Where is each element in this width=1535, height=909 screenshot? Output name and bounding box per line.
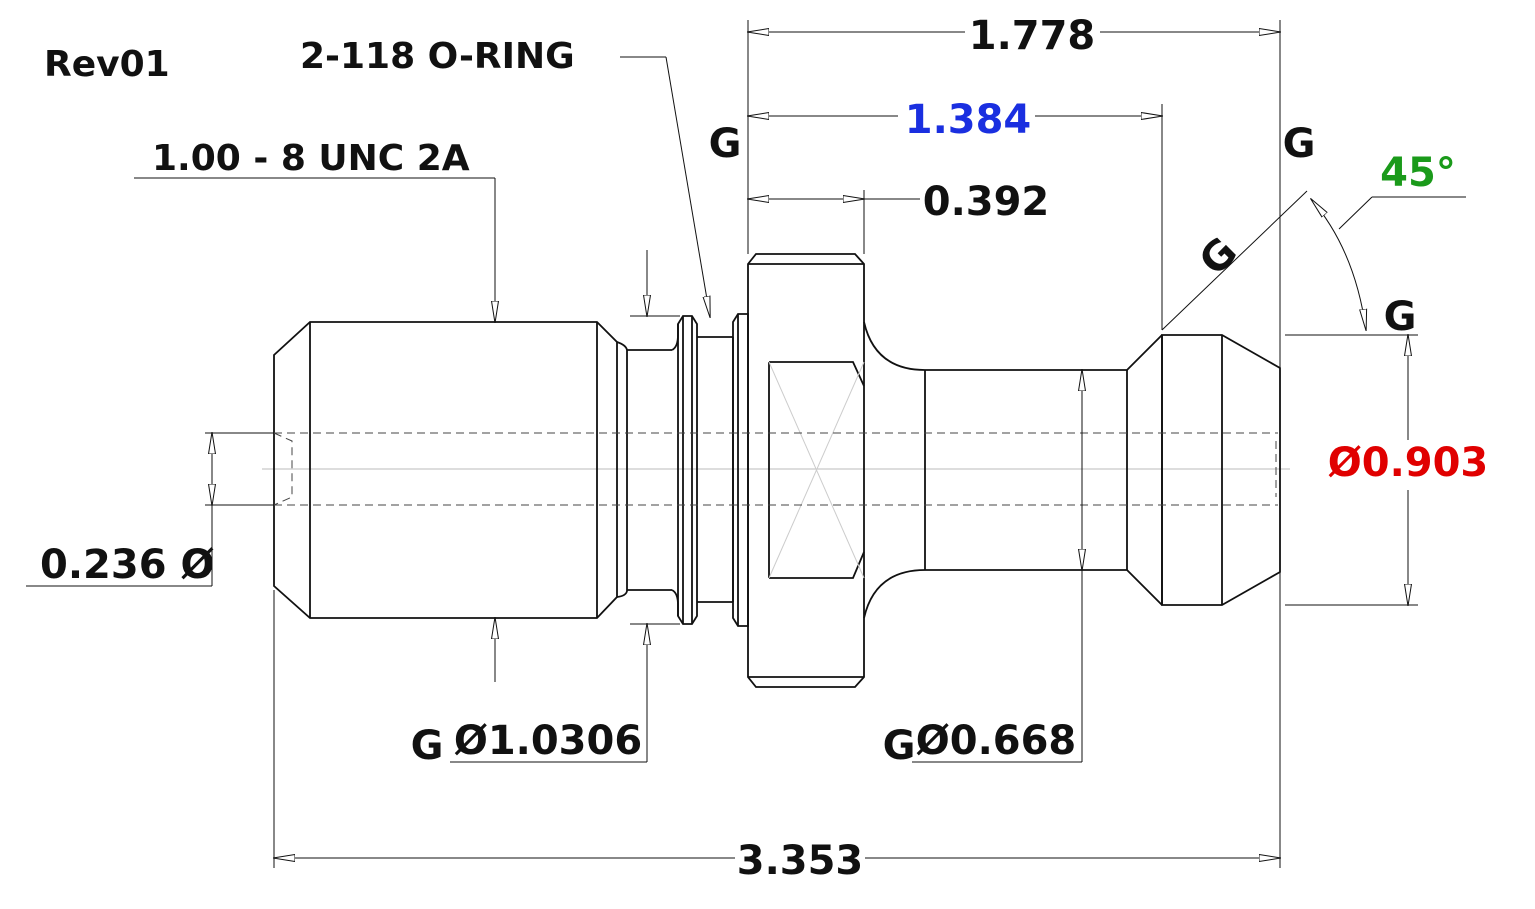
part-outline bbox=[262, 253, 1290, 688]
g-marker-top-right: G bbox=[1283, 121, 1316, 167]
dim-0392: 0.392 bbox=[923, 179, 1050, 225]
g-marker-groove: G bbox=[411, 723, 444, 769]
g-marker-angled: G bbox=[1191, 229, 1247, 285]
oring-flange bbox=[677, 315, 698, 625]
g-marker-head: G bbox=[1384, 294, 1417, 340]
dim-head-dia: Ø0.903 bbox=[1328, 440, 1489, 486]
revision-label: Rev01 bbox=[44, 44, 170, 85]
dim-groove-dia: Ø1.0306 bbox=[454, 718, 642, 764]
dim-1384: 1.384 bbox=[905, 97, 1032, 143]
dim-angle: 45° bbox=[1380, 150, 1456, 196]
hex-collar bbox=[747, 253, 865, 688]
g-marker-top-left: G bbox=[709, 121, 742, 167]
g-marker-neck: G bbox=[883, 723, 916, 769]
dim-3353: 3.353 bbox=[737, 838, 864, 884]
retention-head bbox=[1161, 334, 1281, 606]
oring-note: 2-118 O-RING bbox=[300, 36, 575, 77]
dimensions bbox=[26, 20, 1466, 868]
threaded-body bbox=[273, 321, 618, 619]
thread-note: 1.00 - 8 UNC 2A bbox=[152, 138, 470, 179]
labels: Rev01 2-118 O-RING 1.00 - 8 UNC 2A 1.778… bbox=[40, 13, 1488, 884]
dim-hole-dia: 0.236 Ø bbox=[40, 542, 214, 588]
dim-1778: 1.778 bbox=[969, 13, 1096, 59]
dim-neck-dia: Ø0.668 bbox=[916, 718, 1077, 764]
